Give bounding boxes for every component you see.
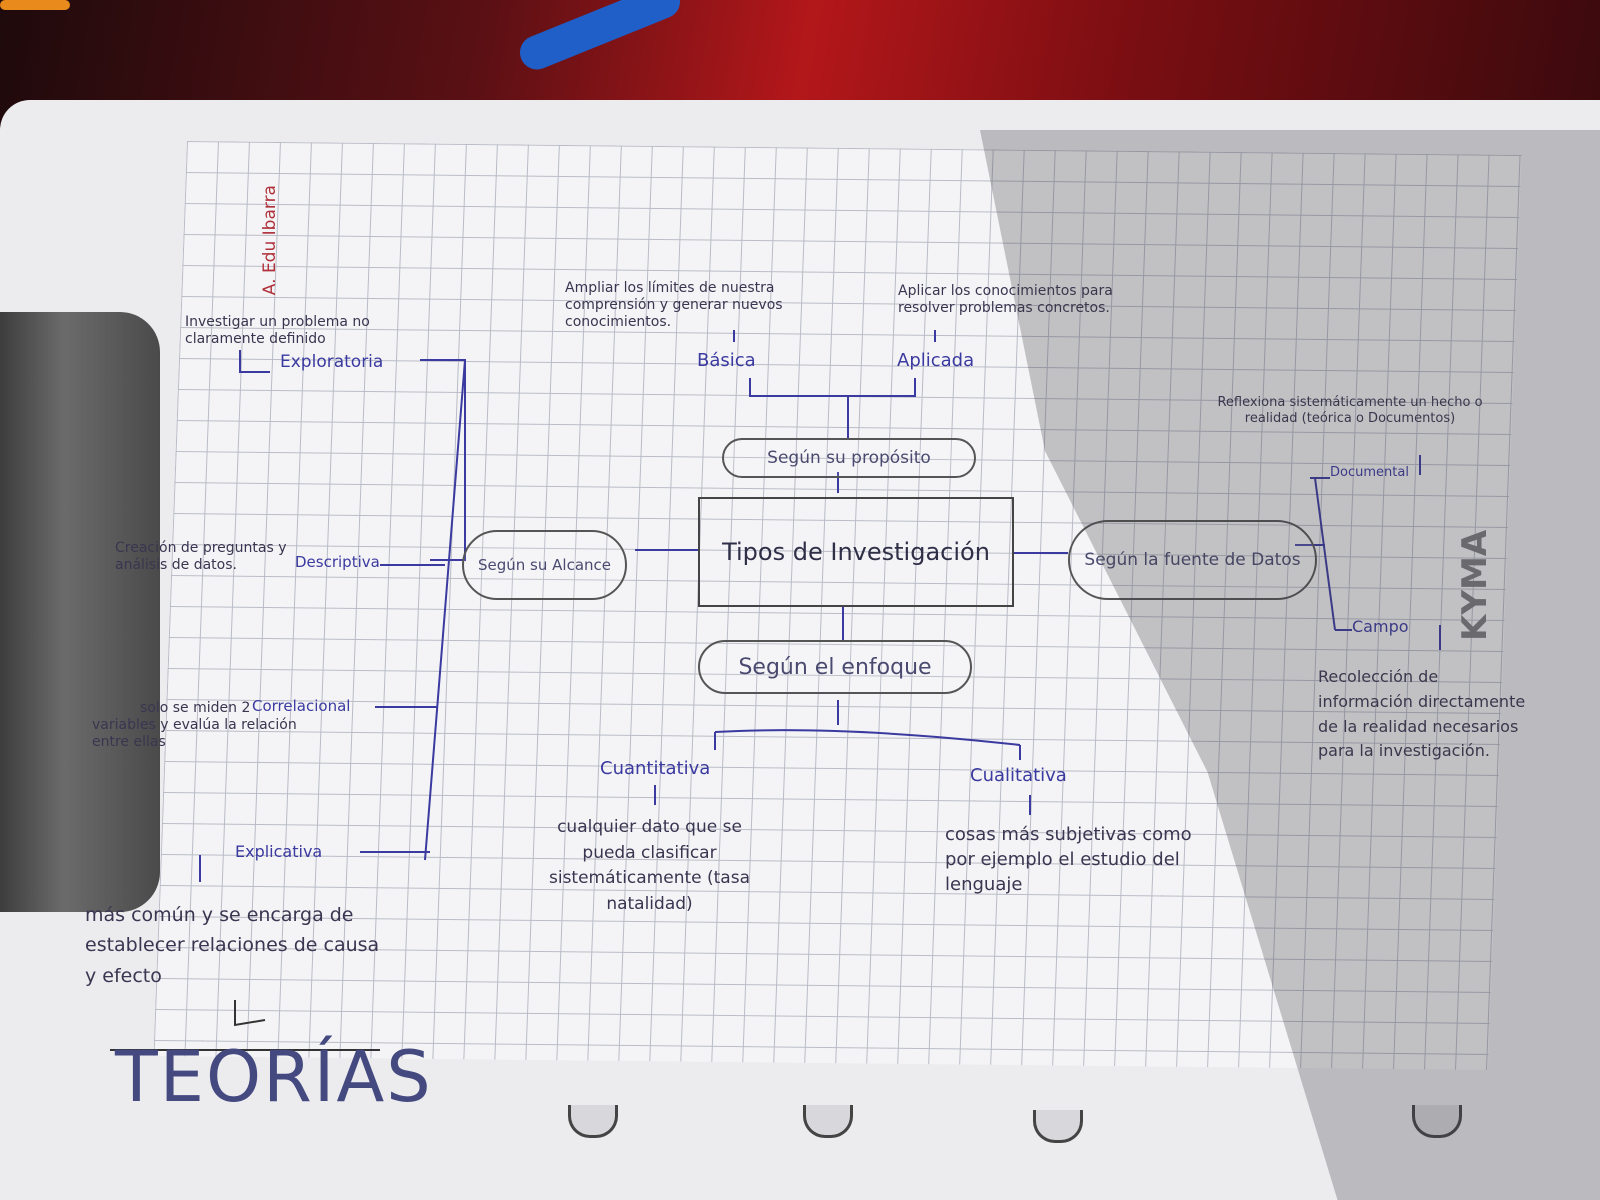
punch-hole	[1412, 1105, 1462, 1138]
enfoque-cloud: Según el enfoque	[698, 640, 972, 694]
campo-label: Campo	[1352, 617, 1409, 636]
exploratoria-description: Investigar un problema no claramente def…	[185, 314, 370, 347]
punch-hole	[568, 1105, 618, 1138]
exploratoria-label: Exploratoria	[280, 352, 384, 372]
aplicada-description: Aplicar los conocimientos para resolver …	[898, 283, 1113, 316]
main-title-box: Tipos de Investigación	[698, 497, 1014, 607]
explicativa-label: Explicativa	[235, 842, 323, 861]
basica-label: Básica	[697, 350, 756, 371]
documental-label: Documental	[1330, 465, 1409, 480]
punch-hole	[803, 1105, 853, 1138]
campo-description: Recolección de información directamente …	[1318, 667, 1526, 761]
cuantitativa-label: Cuantitativa	[600, 758, 711, 779]
proposito-cloud: Según su propósito	[722, 438, 976, 478]
marker	[0, 0, 70, 10]
aplicada-label: Aplicada	[897, 350, 975, 371]
punch-hole	[1033, 1110, 1083, 1143]
cualitativa-description: cosas más subjetivas como por ejemplo el…	[945, 824, 1192, 896]
correlacional-description: solo se miden 2 variables y evalúa la re…	[92, 700, 297, 750]
correlacional-label: Correlacional	[252, 697, 351, 715]
documental-description: Reflexiona sistemáticamente un hecho o r…	[1217, 395, 1483, 426]
explicativa-description: más común y se encarga de establecer rel…	[85, 904, 380, 987]
descriptiva-description: Creación de preguntas y análisis de dato…	[115, 540, 287, 573]
alcance-cloud: Según su Alcance	[462, 530, 627, 600]
cualitativa-label: Cualitativa	[970, 765, 1067, 786]
author-signature: A. Edu Ibarra	[259, 185, 280, 296]
cuantitativa-description: cualquier dato que se pueda clasificar s…	[548, 817, 750, 914]
binder-clip	[0, 312, 160, 912]
main-title: Tipos de Investigación	[722, 537, 990, 566]
basica-description: Ampliar los límites de nuestra comprensi…	[565, 280, 783, 330]
descriptiva-label: Descriptiva	[295, 553, 380, 571]
fuente-cloud: Según la fuente de Datos	[1068, 520, 1317, 600]
teorias-label: TEORÍAS	[115, 1036, 433, 1118]
